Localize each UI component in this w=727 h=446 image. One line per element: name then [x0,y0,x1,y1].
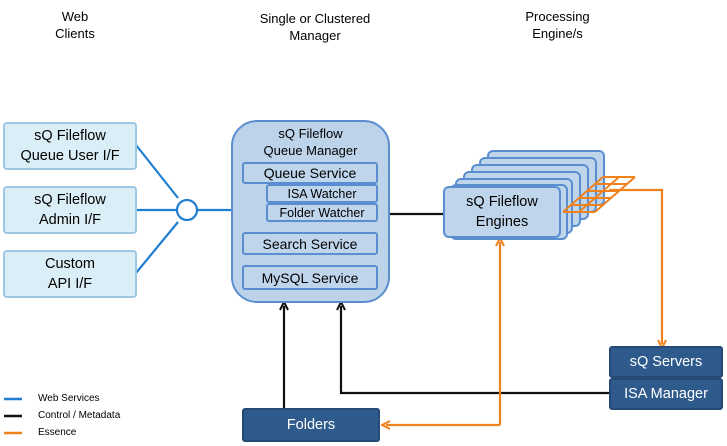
isa-watcher-box: ISA Watcher [266,184,378,203]
queue-user-interface-box: sQ Fileflow Queue User I/F [3,122,137,170]
isa-manager-box: ISA Manager [609,378,723,410]
folders-box: Folders [242,408,380,442]
mysql-service-box: MySQL Service [242,265,378,290]
admin-interface-box: sQ Fileflow Admin I/F [3,186,137,234]
essence-bundle [562,176,636,213]
control-lines [284,212,609,408]
processing-engines-box: sQ Fileflow Engines [443,186,561,238]
header-web-clients: Web Clients [55,9,95,41]
essence-lines [386,188,662,425]
folder-watcher-box: Folder Watcher [266,203,378,222]
header-engines: Processing Engine/s [525,9,590,41]
legend-web-services: Web Services [38,393,100,404]
custom-api-box: Custom API I/F [3,250,137,298]
queue-service-box: Queue Service [242,162,378,184]
header-manager: Single or Clustered Manager [259,11,371,43]
queue-manager-title: sQ Fileflow Queue Manager [263,126,358,158]
search-service-box: Search Service [242,232,378,255]
web-service-lines [135,144,232,274]
legend-control-metadata: Control / Metadata [38,410,121,421]
legend-essence: Essence [38,427,77,438]
sq-servers-box: sQ Servers [609,346,723,378]
